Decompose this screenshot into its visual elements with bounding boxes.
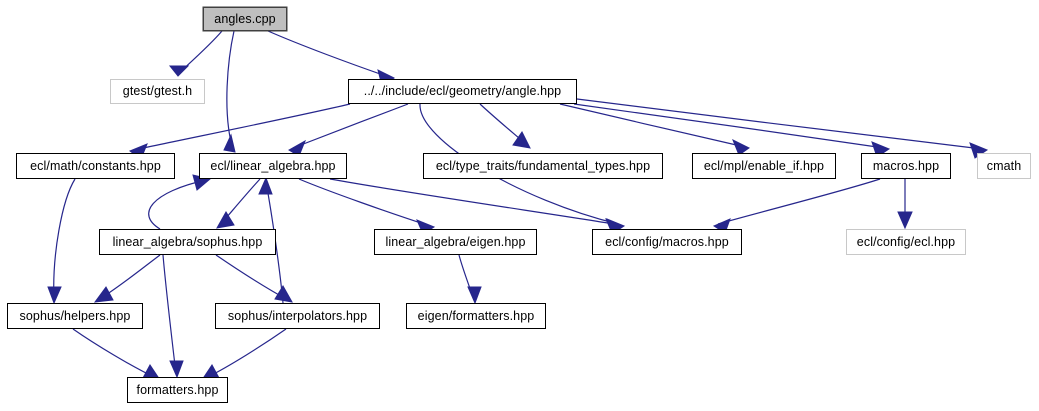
node-label: eigen/formatters.hpp <box>417 308 535 323</box>
edge-linear_algebra-to-sophus <box>216 178 261 229</box>
edge-angles_cpp-to-angle_hpp <box>267 30 395 87</box>
node-label: ecl/config/macros.hpp <box>605 234 729 249</box>
edge-sophus-to-formatters <box>162 254 184 379</box>
node-sophus_interpolators[interactable]: sophus/interpolators.hpp <box>215 303 380 329</box>
arrow-head <box>216 211 235 229</box>
node-label: linear_algebra/sophus.hpp <box>112 234 263 249</box>
arrow-head <box>93 286 114 303</box>
node-config_macros[interactable]: ecl/config/macros.hpp <box>592 229 742 255</box>
edge-sophus-to-linear_algebra <box>148 174 212 230</box>
arrow-head <box>169 360 184 379</box>
node-sophus_helpers[interactable]: sophus/helpers.hpp <box>7 303 143 329</box>
arrow-head <box>168 65 190 77</box>
edge-angles_cpp-to-linear_algebra <box>223 30 236 153</box>
node-label: sophus/interpolators.hpp <box>227 308 368 323</box>
edge-sophus-to-sophus_interpolators <box>215 254 293 303</box>
node-label: gtest/gtest.h <box>122 84 193 99</box>
edge-sophus_helpers-to-formatters <box>72 328 162 381</box>
edge-angle_hpp-to-linear_algebra <box>288 103 409 157</box>
node-label: ecl/mpl/enable_if.hpp <box>703 158 825 173</box>
arrow-head <box>47 286 62 305</box>
node-eigen_formatters[interactable]: eigen/formatters.hpp <box>406 303 546 329</box>
node-config_ecl[interactable]: ecl/config/ecl.hpp <box>846 229 966 255</box>
arrow-head <box>467 286 482 305</box>
edge-sophus_interpolators-to-formatters <box>200 328 287 381</box>
node-angle_hpp[interactable]: ../../include/ecl/geometry/angle.hpp <box>348 79 577 104</box>
node-label: linear_algebra/eigen.hpp <box>385 234 526 249</box>
node-cmath[interactable]: cmath <box>977 153 1031 179</box>
node-enable_if[interactable]: ecl/mpl/enable_if.hpp <box>692 153 836 179</box>
edge-macros-to-config_macros <box>712 178 881 234</box>
edge-angle_hpp-to-enable_if <box>559 103 750 156</box>
arrow-head <box>258 176 273 195</box>
edge-macros-to-config_ecl <box>897 179 913 230</box>
node-label: sophus/helpers.hpp <box>19 308 131 323</box>
node-label: ecl/type_traits/fundamental_types.hpp <box>435 158 651 173</box>
edge-sophus-to-sophus_helpers <box>93 254 161 303</box>
edge-constants-to-sophus_helpers <box>47 178 76 305</box>
arrow-head <box>512 131 531 149</box>
node-label: ../../include/ecl/geometry/angle.hpp <box>363 84 562 99</box>
node-label: ecl/config/ecl.hpp <box>856 234 956 249</box>
node-constants[interactable]: ecl/math/constants.hpp <box>16 153 175 179</box>
node-macros[interactable]: macros.hpp <box>861 153 951 179</box>
node-label: ecl/math/constants.hpp <box>30 158 161 173</box>
node-linear_algebra[interactable]: ecl/linear_algebra.hpp <box>199 153 347 179</box>
arrow-head <box>274 285 293 303</box>
edge-angle_hpp-to-cmath <box>576 98 989 159</box>
arrow-head <box>223 133 236 153</box>
edge-angle_hpp-to-constants <box>128 103 351 160</box>
edge-angle_hpp-to-fundamental_types <box>479 103 531 149</box>
arrow-head <box>897 211 913 230</box>
node-sophus[interactable]: linear_algebra/sophus.hpp <box>99 229 276 255</box>
node-label: cmath <box>986 158 1022 173</box>
edge-linear_algebra-to-config_macros <box>329 178 626 235</box>
node-label: formatters.hpp <box>136 382 219 397</box>
node-formatters[interactable]: formatters.hpp <box>127 377 228 403</box>
node-fundamental_types[interactable]: ecl/type_traits/fundamental_types.hpp <box>423 153 663 179</box>
edge-linear_algebra-to-eigen <box>298 178 436 235</box>
edge-angles_cpp-to-gtest <box>168 30 223 77</box>
node-label: macros.hpp <box>872 158 940 173</box>
edge-eigen-to-eigen_formatters <box>458 254 482 305</box>
node-gtest[interactable]: gtest/gtest.h <box>110 79 205 104</box>
edge-angle_hpp-to-macros <box>573 103 891 158</box>
arrow-head <box>732 138 750 156</box>
node-eigen[interactable]: linear_algebra/eigen.hpp <box>374 229 537 255</box>
node-label: ecl/linear_algebra.hpp <box>210 158 336 173</box>
node-label: angles.cpp <box>214 11 276 26</box>
node-angles_cpp[interactable]: angles.cpp <box>203 7 287 31</box>
